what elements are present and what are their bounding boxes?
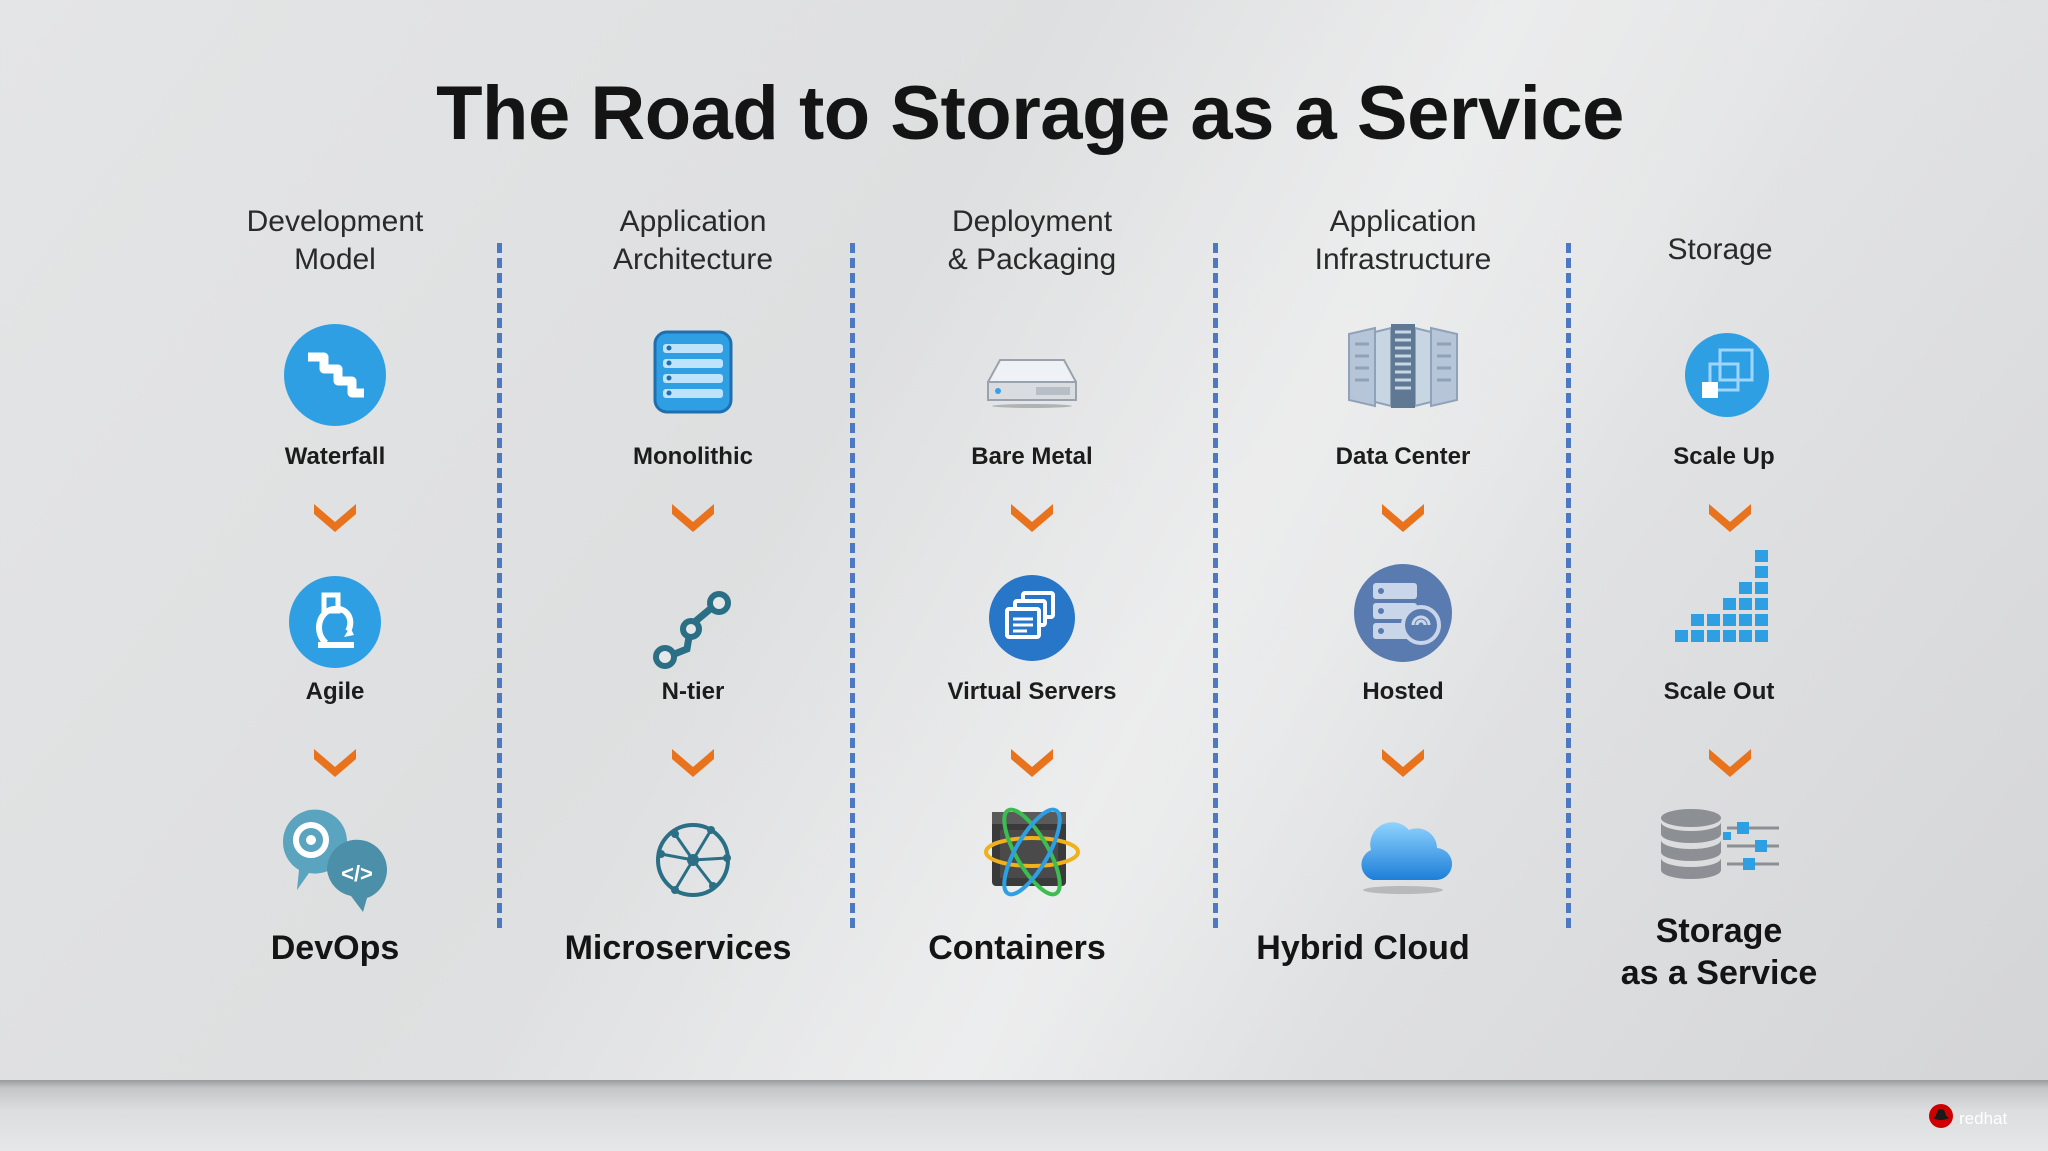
column-application-architecture: Application Architecture Monolithic	[543, 0, 843, 1080]
stage-label-final: Hybrid Cloud	[1256, 929, 1470, 967]
chevron-down-icon	[670, 747, 716, 782]
chevron-down-icon	[670, 502, 716, 537]
stage-label-final: Microservices	[564, 929, 792, 967]
slide: The Road to Storage as a Service Develop…	[0, 0, 2048, 1080]
stage-label: Bare Metal	[971, 443, 1093, 470]
stage-label: Monolithic	[633, 443, 753, 470]
stage-label: Hosted	[1362, 678, 1444, 705]
slide-footer-bar	[0, 1080, 2048, 1151]
column-development-model: Development Model Waterfall Agile	[185, 0, 485, 1080]
stage-label-final: DevOps	[270, 929, 400, 967]
devops-icon: </>	[277, 808, 393, 914]
containers-icon	[984, 800, 1080, 900]
monolithic-icon	[653, 330, 733, 414]
column-header: Storage	[1667, 233, 1773, 266]
slide-title: The Road to Storage as a Service	[436, 71, 1624, 156]
chevron-down-icon	[312, 747, 358, 782]
stage-label: Agile	[305, 678, 365, 705]
chevron-down-icon	[1707, 747, 1753, 782]
waterfall-icon	[283, 323, 387, 427]
stage-label: N-tier	[661, 678, 725, 705]
stage-label-final: Containers	[928, 929, 1106, 967]
cloud-icon	[1353, 810, 1453, 896]
stage-label: Waterfall	[284, 443, 386, 470]
column-header: Application Architecture	[612, 205, 774, 276]
column-header: Deployment & Packaging	[947, 205, 1117, 276]
column-header: Application Infrastructure	[1314, 205, 1492, 276]
data-center-icon	[1347, 324, 1459, 410]
column-divider	[1213, 243, 1218, 928]
scale-up-icon	[1684, 332, 1770, 418]
stage-label-final: Storage as a Service	[1620, 912, 1818, 992]
column-application-infrastructure: Application Infrastructure Data Center	[1253, 0, 1553, 1080]
column-divider	[850, 243, 855, 928]
stage-label: Scale Out	[1663, 678, 1775, 705]
chevron-down-icon	[312, 502, 358, 537]
chevron-down-icon	[1009, 502, 1055, 537]
chevron-down-icon	[1009, 747, 1055, 782]
red-hat-logo-icon	[1928, 1103, 1954, 1134]
column-divider	[497, 243, 502, 928]
bare-metal-server-icon	[986, 356, 1078, 408]
microservices-icon	[653, 820, 733, 900]
chevron-down-icon	[1380, 502, 1426, 537]
n-tier-icon	[653, 589, 733, 671]
chevron-down-icon	[1380, 747, 1426, 782]
column-header: Development Model	[246, 205, 424, 276]
agile-icon	[288, 575, 382, 669]
virtual-servers-icon	[987, 573, 1077, 663]
column-deployment-packaging: Deployment & Packaging Bare Metal	[882, 0, 1182, 1080]
stage-label: Scale Up	[1673, 443, 1775, 470]
brand-logo: redhat	[1928, 1103, 2007, 1134]
storage-service-icon	[1659, 808, 1781, 884]
column-divider	[1566, 243, 1571, 928]
svg-text:</>: </>	[341, 861, 373, 886]
stage-label: Data Center	[1335, 443, 1471, 470]
chevron-down-icon	[1707, 502, 1753, 537]
logo-text: redhat	[1959, 1108, 2008, 1128]
column-storage: Storage Scale Up	[1570, 0, 1870, 1080]
stage-label: Virtual Servers	[947, 678, 1117, 705]
hosted-icon	[1353, 563, 1453, 663]
scale-out-icon	[1674, 548, 1770, 644]
